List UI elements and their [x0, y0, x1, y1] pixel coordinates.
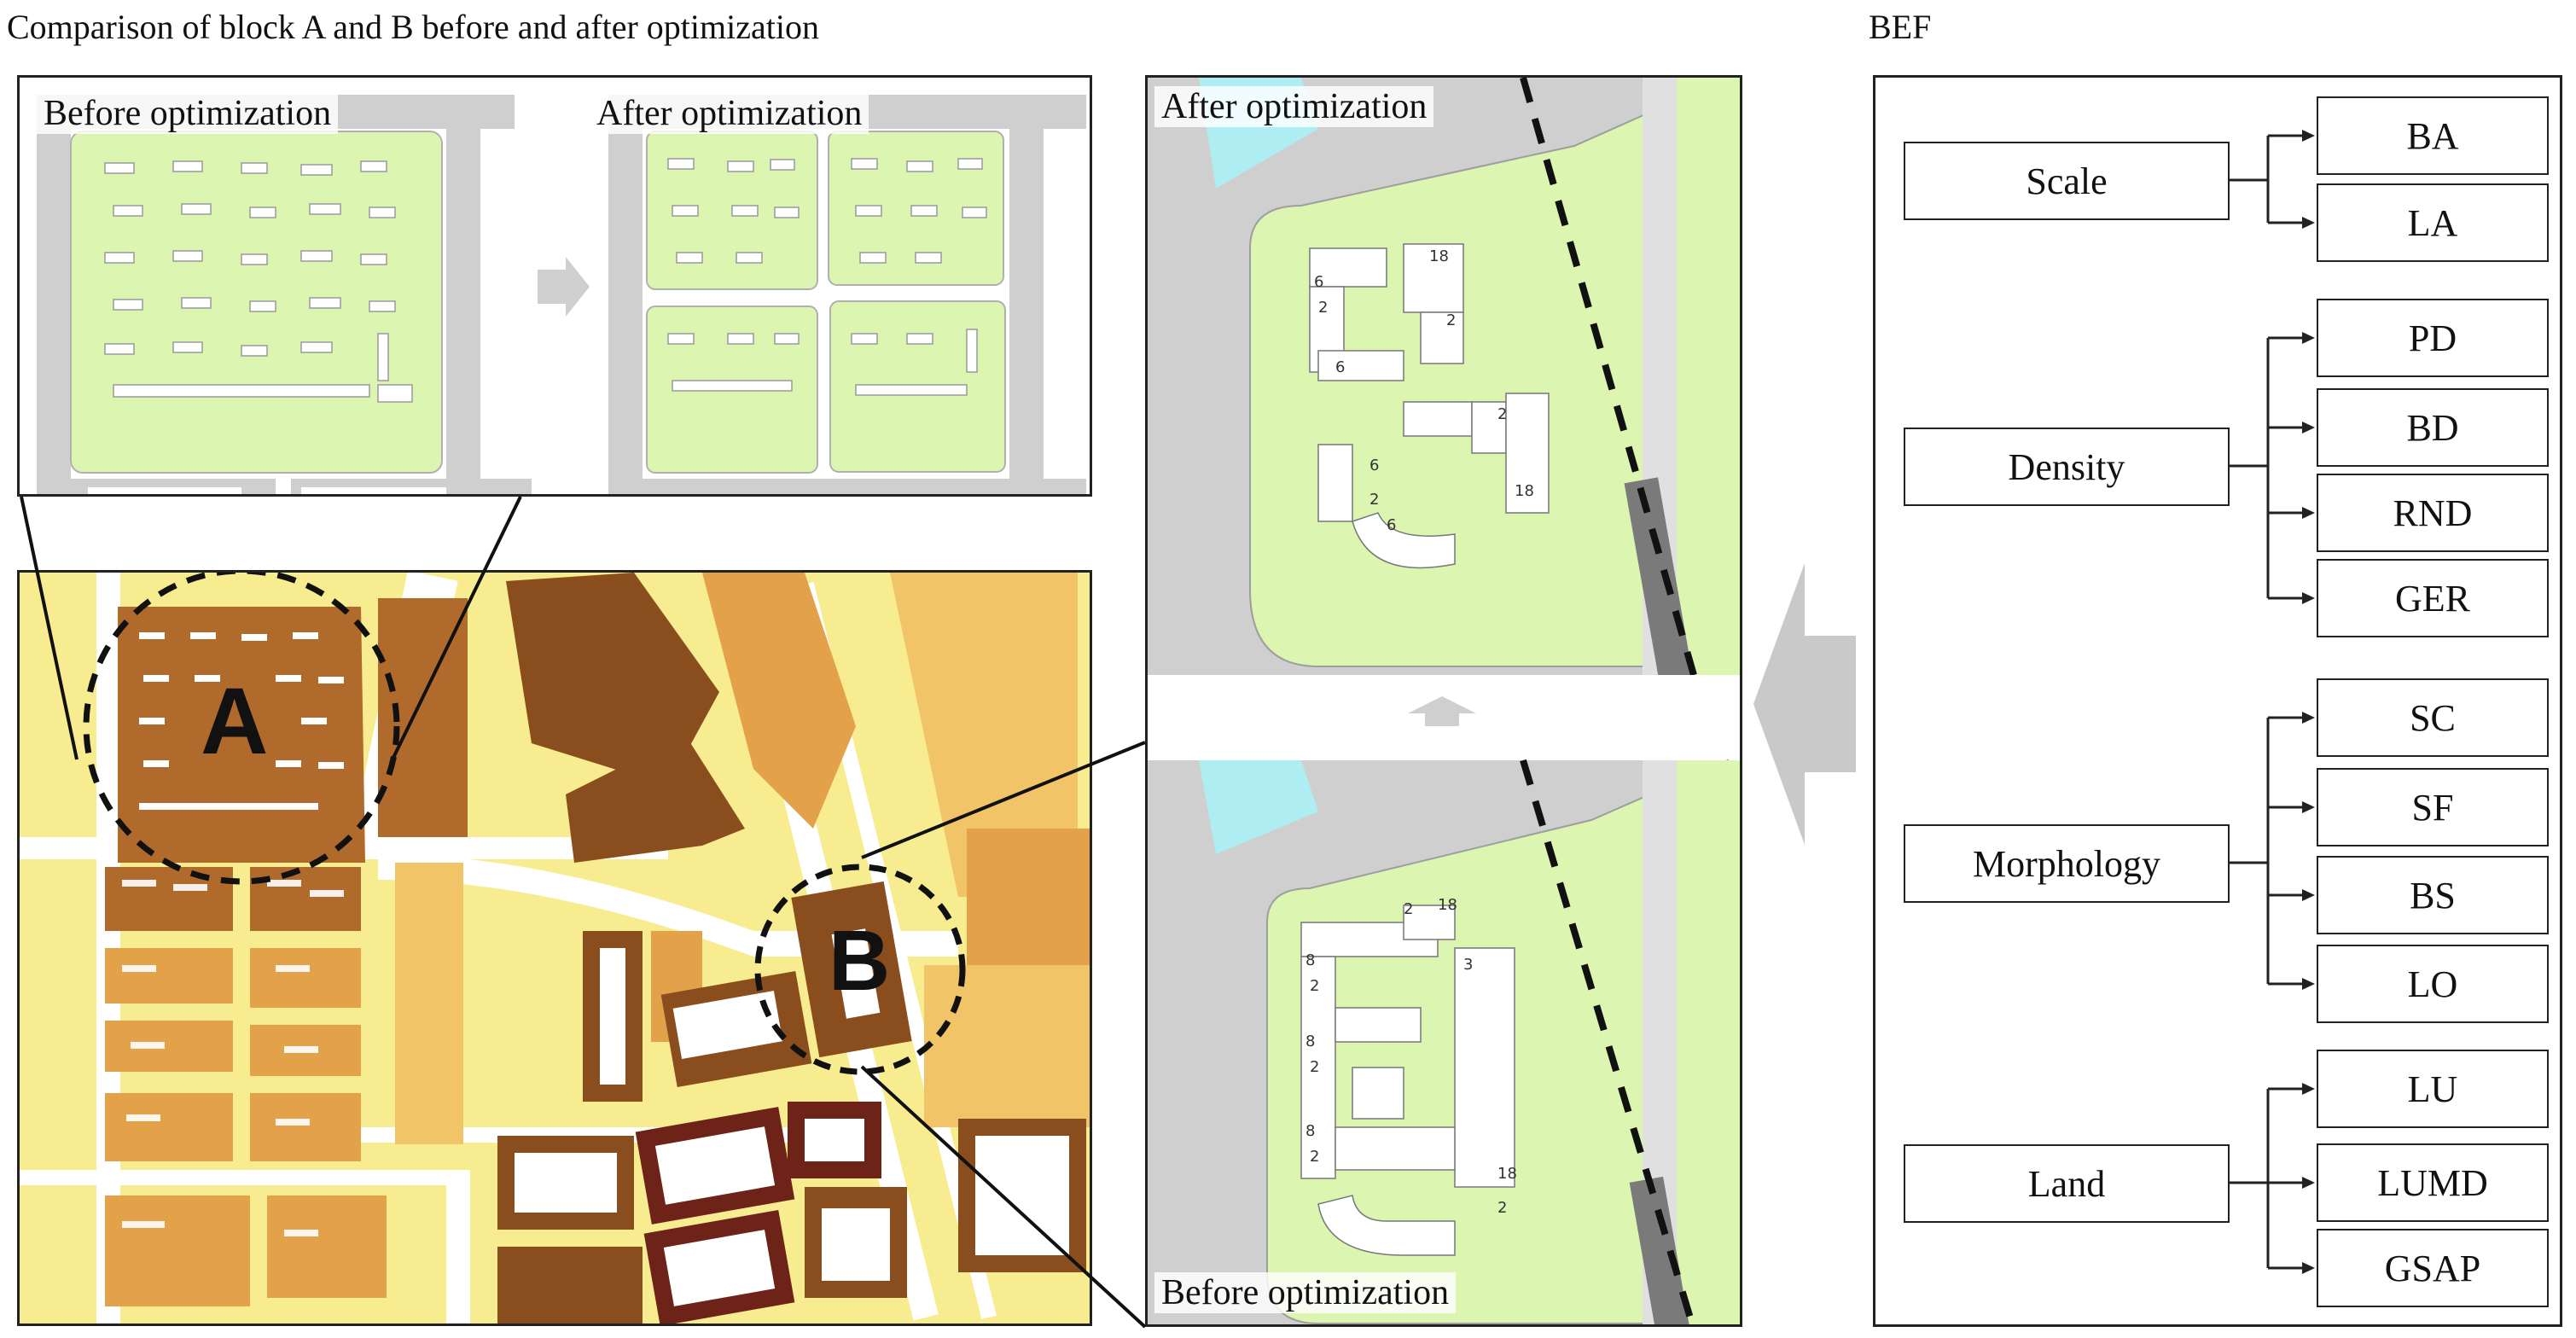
- rail-structure: [1624, 477, 1695, 694]
- floor-label: 18: [1497, 1165, 1517, 1183]
- indicator-ger: GER: [2317, 559, 2549, 637]
- indicator-bd: BD: [2317, 388, 2549, 467]
- floor-label: 6: [1314, 273, 1323, 291]
- indicator-pd: PD: [2317, 299, 2549, 377]
- block-a-before-label: Before optimization: [37, 93, 339, 135]
- indicator-lumd: LUMD: [2317, 1143, 2549, 1222]
- category-density: Density: [1904, 428, 2230, 506]
- transition-arrow-icon: [538, 257, 590, 317]
- indicator-ba: BA: [2317, 96, 2549, 175]
- category-scale: Scale: [1904, 142, 2230, 220]
- bef-heading: BEF: [1869, 8, 1932, 46]
- block-a-after-label: After optimization: [590, 93, 869, 135]
- floor-label: 8: [1305, 951, 1315, 969]
- floor-label: 2: [1497, 405, 1507, 423]
- block-b-comparison-panel: 18 2 6 2 6 2 6 2 6 18: [1145, 75, 1742, 1327]
- floor-label: 2: [1318, 299, 1328, 317]
- indicator-sc: SC: [2317, 678, 2549, 757]
- floor-label: 6: [1387, 516, 1396, 534]
- block-b-circle: [754, 864, 966, 1075]
- urban-map-drawing: [20, 573, 1090, 1323]
- floor-label: 2: [1310, 977, 1319, 995]
- bef-connectors: [2230, 130, 2315, 1274]
- indicator-sf: SF: [2317, 768, 2549, 846]
- floor-label: 3: [1463, 956, 1473, 974]
- floor-label: 18: [1429, 247, 1449, 265]
- floor-label: 2: [1369, 491, 1379, 509]
- indicator-la: LA: [2317, 183, 2549, 262]
- indicator-lu: LU: [2317, 1050, 2549, 1128]
- block-a-letter: A: [201, 669, 269, 774]
- block-b-after-map: 18 2 6 2 6 2 6 2 6 18: [1148, 78, 1740, 694]
- indicator-lo: LO: [2317, 945, 2549, 1023]
- urban-map-panel: A B: [17, 570, 1092, 1326]
- floor-label: 2: [1310, 1058, 1319, 1076]
- floor-label: 2: [1310, 1148, 1319, 1166]
- floor-label: 6: [1369, 457, 1379, 474]
- floor-label: 18: [1515, 482, 1534, 500]
- block-b-drawing: 18 2 6 2 6 2 6 2 6 18: [1148, 78, 1740, 1324]
- block-b-before-label: Before optimization: [1154, 1272, 1457, 1314]
- indicator-gsap: GSAP: [2317, 1229, 2549, 1307]
- block-a-area: [105, 598, 468, 1306]
- block-a-comparison-panel: Before optimization After optimization: [17, 75, 1092, 497]
- floor-label: 8: [1305, 1033, 1315, 1050]
- floor-label: 2: [1404, 900, 1413, 918]
- block-b-letter: B: [829, 913, 891, 1009]
- floor-label: 6: [1335, 358, 1345, 376]
- block-b-after-label: After optimization: [1154, 86, 1434, 128]
- comparison-heading: Comparison of block A and B before and a…: [7, 8, 819, 46]
- up-arrow-icon: [1408, 696, 1476, 726]
- block-b-before-map: 2 18 8 2 3 8 2 8 2 18 2: [1148, 759, 1740, 1324]
- bef-tree-panel: Scale Density Morphology Land BA LA PD B…: [1873, 75, 2562, 1327]
- indicator-bs: BS: [2317, 856, 2549, 934]
- floor-label: 18: [1438, 896, 1457, 914]
- category-morphology: Morphology: [1904, 824, 2230, 903]
- block-a-drawing: [20, 78, 1090, 494]
- floor-label: 2: [1446, 311, 1456, 329]
- indicator-rnd: RND: [2317, 474, 2549, 552]
- floor-label: 2: [1497, 1199, 1507, 1217]
- floor-label: 8: [1305, 1122, 1315, 1140]
- category-land: Land: [1904, 1144, 2230, 1223]
- block-a-before-map: [37, 95, 532, 494]
